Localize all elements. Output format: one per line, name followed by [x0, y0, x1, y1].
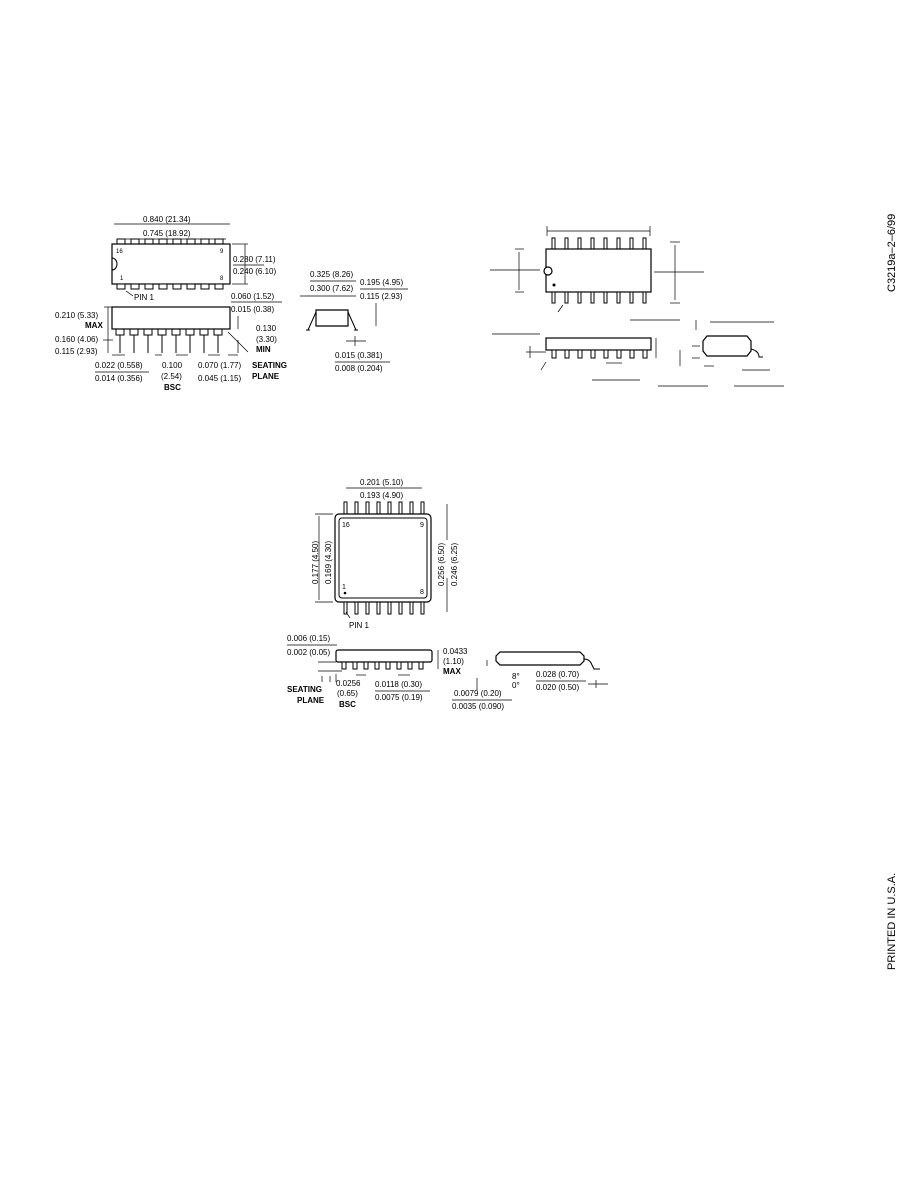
dip-row-a: 0.325 (8.26) — [310, 270, 353, 279]
dip-lead-len-b: (3.30) — [256, 335, 277, 344]
tssop-top-pins-upper — [343, 501, 425, 515]
dip-height-max-b: MAX — [85, 321, 103, 330]
tssop-foot-a: 0.028 (0.70) — [536, 670, 579, 679]
dip-side-body — [111, 306, 231, 330]
tssop-lead-w-a: 0.0118 (0.30) — [375, 680, 422, 689]
tssop-thick-b: 0.0035 (0.090) — [452, 702, 504, 711]
tssop-pin8-label: 8 — [420, 589, 424, 596]
dip-pin16-label: 16 — [116, 249, 123, 255]
tssop-pitch-a: 0.0256 — [336, 679, 361, 688]
dip-length-max: 0.840 (21.34) — [143, 215, 191, 224]
tssop-angle-a: 8° — [512, 672, 520, 681]
tssop-pitch-c: BSC — [339, 700, 356, 709]
soic-side-body — [545, 337, 652, 351]
dip-seat-b: 0.015 (0.38) — [231, 305, 274, 314]
dip-lead-w-b: 0.014 (0.356) — [95, 374, 143, 383]
dip-top-pins-lower — [116, 283, 224, 290]
tssop-top-body — [334, 513, 432, 603]
tssop-standoff-b: 0.002 (0.05) — [287, 648, 330, 657]
tssop-side-body — [335, 649, 433, 663]
tssop-thick-a: 0.0079 (0.20) — [454, 689, 502, 698]
dip-seat-a: 0.060 (1.52) — [231, 292, 274, 301]
tssop-pin1-indicator: PIN 1 — [349, 621, 370, 630]
printed-in-usa: PRINTED IN U.S.A. — [886, 873, 898, 970]
dip-shoulder-b: 0.045 (1.15) — [198, 374, 241, 383]
dip-pitch-b: (2.54) — [161, 372, 182, 381]
tssop-seating-a: SEATING — [287, 685, 322, 694]
dip-end-b: 0.115 (2.93) — [360, 292, 403, 301]
tssop-height-b: (1.10) — [443, 657, 464, 666]
tssop-pitch-b: (0.65) — [337, 689, 358, 698]
tssop-body-w-b: 0.169 (4.30) — [324, 541, 333, 584]
tssop-side-leads — [341, 661, 424, 670]
dip-row-b: 0.300 (7.62) — [310, 284, 353, 293]
dip-side-leads — [115, 329, 223, 353]
dip-seating-b: PLANE — [252, 372, 280, 381]
dip-pitch-c: BSC — [164, 383, 181, 392]
tssop-span-b: 0.246 (6.25) — [450, 543, 459, 586]
tssop-pin9-label: 9 — [420, 522, 424, 529]
dip-top-body — [111, 243, 231, 285]
dip-lead-len-a: 0.130 — [256, 324, 277, 333]
tssop-height-c: MAX — [443, 667, 461, 676]
dip-end-body — [315, 309, 349, 327]
dip-top-pins-upper — [116, 238, 224, 245]
soic-top-pins-upper — [551, 237, 647, 250]
dip-pin1-num: 1 — [120, 276, 124, 282]
dip-width-min: 0.240 (6.10) — [233, 267, 276, 276]
tssop-angle-b: 0° — [512, 681, 520, 690]
dip-body-h-a: 0.160 (4.06) — [55, 335, 98, 344]
soic-side-leads — [551, 349, 648, 359]
tssop-pin1-num: 1 — [342, 584, 346, 591]
dip-thick-b: 0.008 (0.204) — [335, 364, 383, 373]
dip-shoulder-a: 0.070 (1.77) — [198, 361, 241, 370]
tssop-pin16-label: 16 — [342, 522, 350, 529]
dip-height-max-a: 0.210 (5.33) — [55, 311, 98, 320]
tssop-body-w-a: 0.177 (4.50) — [311, 541, 320, 584]
tssop-package-drawing: 0.201 (5.10) 0.193 (4.90) 16 9 1 8 — [287, 478, 608, 711]
dip-pitch-a: 0.100 — [162, 361, 183, 370]
dip-lead-len-c: MIN — [256, 345, 271, 354]
tssop-length-max: 0.201 (5.10) — [360, 478, 403, 487]
tssop-top-pins-lower — [343, 601, 425, 615]
dip-pin8-label: 8 — [220, 276, 224, 282]
tssop-height-a: 0.0433 — [443, 647, 468, 656]
dip-length-min: 0.745 (18.92) — [143, 229, 191, 238]
dip-package-drawing: 0.840 (21.34) 0.745 (18.92) 16 9 — [55, 215, 408, 392]
tssop-end-body — [495, 651, 585, 666]
dip-end-a: 0.195 (4.95) — [360, 278, 403, 287]
tssop-seating-b: PLANE — [297, 696, 325, 705]
dip-seating-a: SEATING — [252, 361, 287, 370]
side-labels: C3219a–2–6/99 PRINTED IN U.S.A. — [886, 214, 898, 970]
dip-body-h-b: 0.115 (2.93) — [55, 347, 98, 356]
soic-top-body — [545, 248, 652, 293]
dip-pin1-indicator: PIN 1 — [134, 293, 155, 302]
soic-end-body — [702, 335, 752, 357]
dip-thick-a: 0.015 (0.381) — [335, 351, 383, 360]
tssop-standoff-a: 0.006 (0.15) — [287, 634, 330, 643]
doc-code: C3219a–2–6/99 — [886, 214, 898, 292]
soic-top-pins-lower — [551, 291, 647, 304]
tssop-span-a: 0.256 (6.50) — [437, 543, 446, 586]
tssop-length-min: 0.193 (4.90) — [360, 491, 403, 500]
tssop-foot-b: 0.020 (0.50) — [536, 683, 579, 692]
dip-width-max: 0.280 (7.11) — [233, 255, 276, 264]
dip-lead-w-a: 0.022 (0.558) — [95, 361, 143, 370]
dip-pin9-label: 9 — [220, 249, 224, 255]
tssop-lead-w-b: 0.0075 (0.19) — [375, 693, 423, 702]
soic-package-drawing — [490, 226, 784, 387]
